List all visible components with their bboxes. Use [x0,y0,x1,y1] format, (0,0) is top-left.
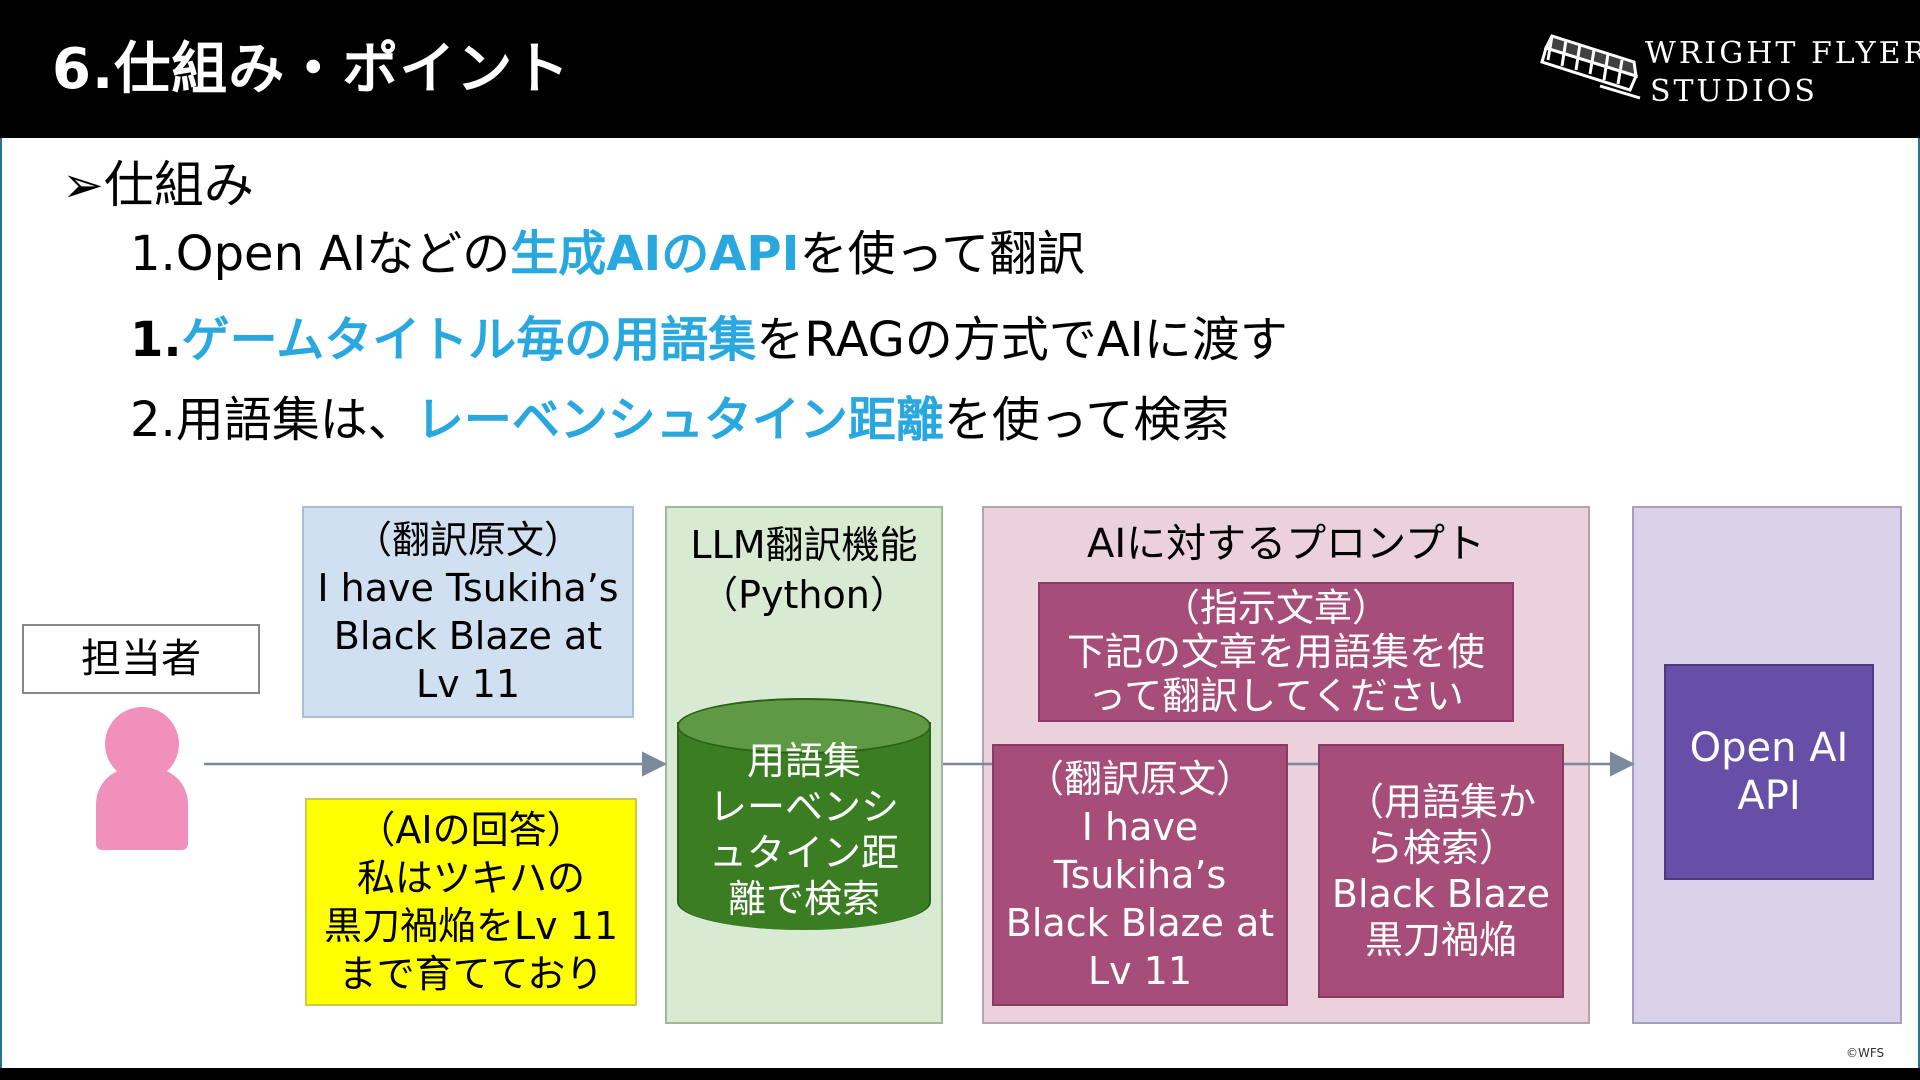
database-cylinder-icon [677,722,931,930]
prompt-panel-title: AIに対するプロンプト [1087,521,1485,567]
box-line: って翻訳してください [1088,674,1464,718]
logo-text-line1: WRIGHT FLYER [1645,36,1920,71]
section-heading-text: 仕組み [103,156,254,214]
box-line: Lv 11 [415,662,521,706]
page-title: 6.仕組み・ポイント [52,37,571,102]
box-line: Open AI [1689,725,1849,771]
box-line: （翻訳原文） [353,518,582,562]
box-line: 下記の文章を用語集を使 [1066,630,1485,674]
box-line: Lv 11 [1087,949,1193,993]
bullet-text: 2.用語集は、 [130,392,416,448]
bullet-highlight: ゲームタイトル毎の用語集 [181,312,757,368]
box-line: まで育てており [338,952,604,996]
db-line: ュタイン距 [708,831,899,875]
db-line: 離で検索 [727,877,880,921]
bullet-text: 1. [130,312,182,368]
box-line: Black Blaze at [1005,901,1275,945]
db-line: レーベンシ [708,785,899,829]
box-line: API [1737,773,1801,819]
panel-title-line: （Python） [700,573,908,617]
bullet-text: をRAGの方式でAIに渡す [756,312,1288,368]
box-line: （AIの回答） [357,808,585,852]
box-line: I have [1081,805,1199,849]
box-line: Black Blaze [1331,872,1551,916]
openai-api-box: Open AI API [1664,664,1874,880]
box-line: （翻訳原文） [1025,757,1254,801]
arrow-bullet-icon: ➢ [62,156,104,214]
source-text-box: （翻訳原文） I have Tsukiha’s Black Blaze at L… [302,506,634,718]
bullet-text: を使って翻訳 [799,226,1086,282]
llm-panel-title: LLM翻訳機能 （Python） [665,520,943,620]
section-heading: ➢仕組み [62,150,254,220]
bullet-item: 2.用語集は、レーベンシュタイン距離を使って検索 [130,388,1229,452]
box-line: （指示文章） [1161,586,1390,630]
database-cylinder-top [677,698,931,754]
database-label: 用語集 レーベンシ ュタイン距 離で検索 [680,738,928,928]
ai-answer-box: （AIの回答） 私はツキハの 黒刀禍焔をLv 11 まで育てており [305,798,637,1006]
logo-text-line2: STUDIOS [1650,74,1818,109]
box-line: ら検索） [1364,826,1517,870]
box-line: 黒刀禍焔 [1364,918,1517,962]
bullet-text: を使って検索 [943,392,1230,448]
instruction-box: （指示文章） 下記の文章を用語集を使 って翻訳してください [1038,582,1514,722]
panel-title-line: LLM翻訳機能 [690,523,918,567]
bottom-bar [0,1068,1920,1080]
bullet-text: 1.Open AIなどの [130,226,511,282]
bullet-highlight: 生成AIのAPI [510,226,800,282]
person-icon-body [96,768,188,850]
slide-header [0,0,1920,138]
glossary-result-box: （用語集か ら検索） Black Blaze 黒刀禍焔 [1318,744,1564,998]
box-line: Tsukiha’s [1053,853,1227,897]
bullet-highlight: レーベンシュタイン距離 [415,392,944,448]
bullet-item: 1.Open AIなどの生成AIのAPIを使って翻訳 [130,222,1085,286]
box-line: （用語集か [1345,780,1536,824]
copyright-text: ©WFS [1846,1046,1885,1060]
box-line: 私はツキハの [356,856,585,900]
box-line: Black Blaze at [333,614,603,658]
wright-flyer-logo-icon [1540,34,1641,100]
prompt-source-box: （翻訳原文） I have Tsukiha’s Black Blaze at L… [992,744,1288,1006]
bullet-item: 1.ゲームタイトル毎の用語集をRAGの方式でAIに渡す [130,308,1288,372]
person-label: 担当者 [22,624,260,694]
db-line: 用語集 [746,739,861,783]
box-line: 黒刀禍焔をLv 11 [323,904,619,948]
box-line: I have Tsukiha’s [317,566,619,610]
